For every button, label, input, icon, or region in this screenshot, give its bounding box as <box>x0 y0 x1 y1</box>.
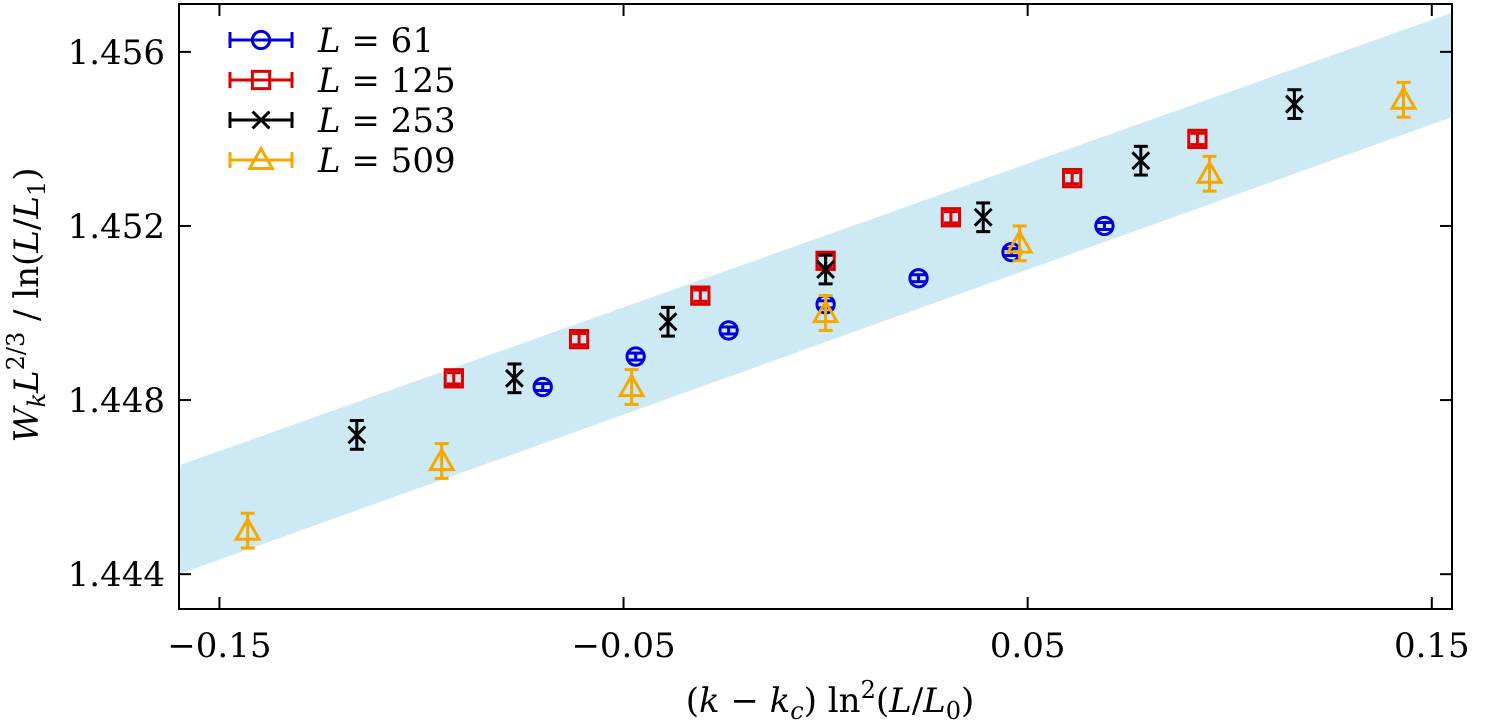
legend-label: L = 509 <box>317 141 456 181</box>
data-point <box>1389 80 1418 119</box>
data-point <box>625 346 646 367</box>
data-points <box>233 80 1418 550</box>
x-axis-label: (k − kc) ln2(L/L0) <box>686 676 975 725</box>
legend-label: L = 61 <box>317 21 434 61</box>
x-tick-label: −0.05 <box>571 626 675 666</box>
legend-item: L = 61 <box>228 21 434 61</box>
axis-ticks: −0.15 −0.05 0.05 0.15 1.444 1.448 1.452 1.456 <box>68 4 1470 666</box>
data-point <box>1131 144 1151 177</box>
legend-item: L = 125 <box>228 61 456 101</box>
data-point <box>816 253 836 286</box>
plot-frame <box>178 3 1453 610</box>
series-cross <box>347 88 1304 451</box>
legend-label: L = 125 <box>317 61 456 101</box>
data-point <box>532 376 553 398</box>
y-axis-label: WkL2/3 / ln(L/L1) <box>2 168 51 443</box>
x-tick-label: 0.05 <box>990 626 1066 666</box>
data-point <box>690 285 711 306</box>
y-tick-label: 1.456 <box>68 33 165 73</box>
data-point <box>568 329 590 350</box>
data-point <box>1284 88 1304 120</box>
y-tick-label: 1.448 <box>68 381 165 421</box>
y-tick-label: 1.444 <box>68 555 165 595</box>
data-point <box>1195 154 1224 193</box>
legend-label: L = 253 <box>317 101 456 141</box>
x-tick-label: −0.15 <box>167 626 271 666</box>
data-point <box>1061 167 1083 189</box>
y-tick-label: 1.452 <box>68 207 165 247</box>
data-point <box>233 511 262 550</box>
data-point <box>1005 224 1034 263</box>
data-point <box>1187 128 1208 150</box>
data-point <box>427 442 456 480</box>
data-point <box>1094 215 1115 237</box>
data-point <box>347 419 367 451</box>
data-point <box>443 368 464 389</box>
data-point <box>504 362 524 395</box>
data-point <box>908 268 929 289</box>
series-triangle <box>233 80 1418 550</box>
x-tick-label: 0.15 <box>1394 626 1470 666</box>
data-point <box>617 368 646 406</box>
data-point <box>973 201 993 234</box>
data-point <box>658 305 678 338</box>
data-point <box>940 207 962 228</box>
data-point <box>718 320 739 341</box>
legend-item: L = 509 <box>228 141 456 181</box>
legend-item: L = 253 <box>228 101 456 141</box>
data-point <box>811 294 840 332</box>
